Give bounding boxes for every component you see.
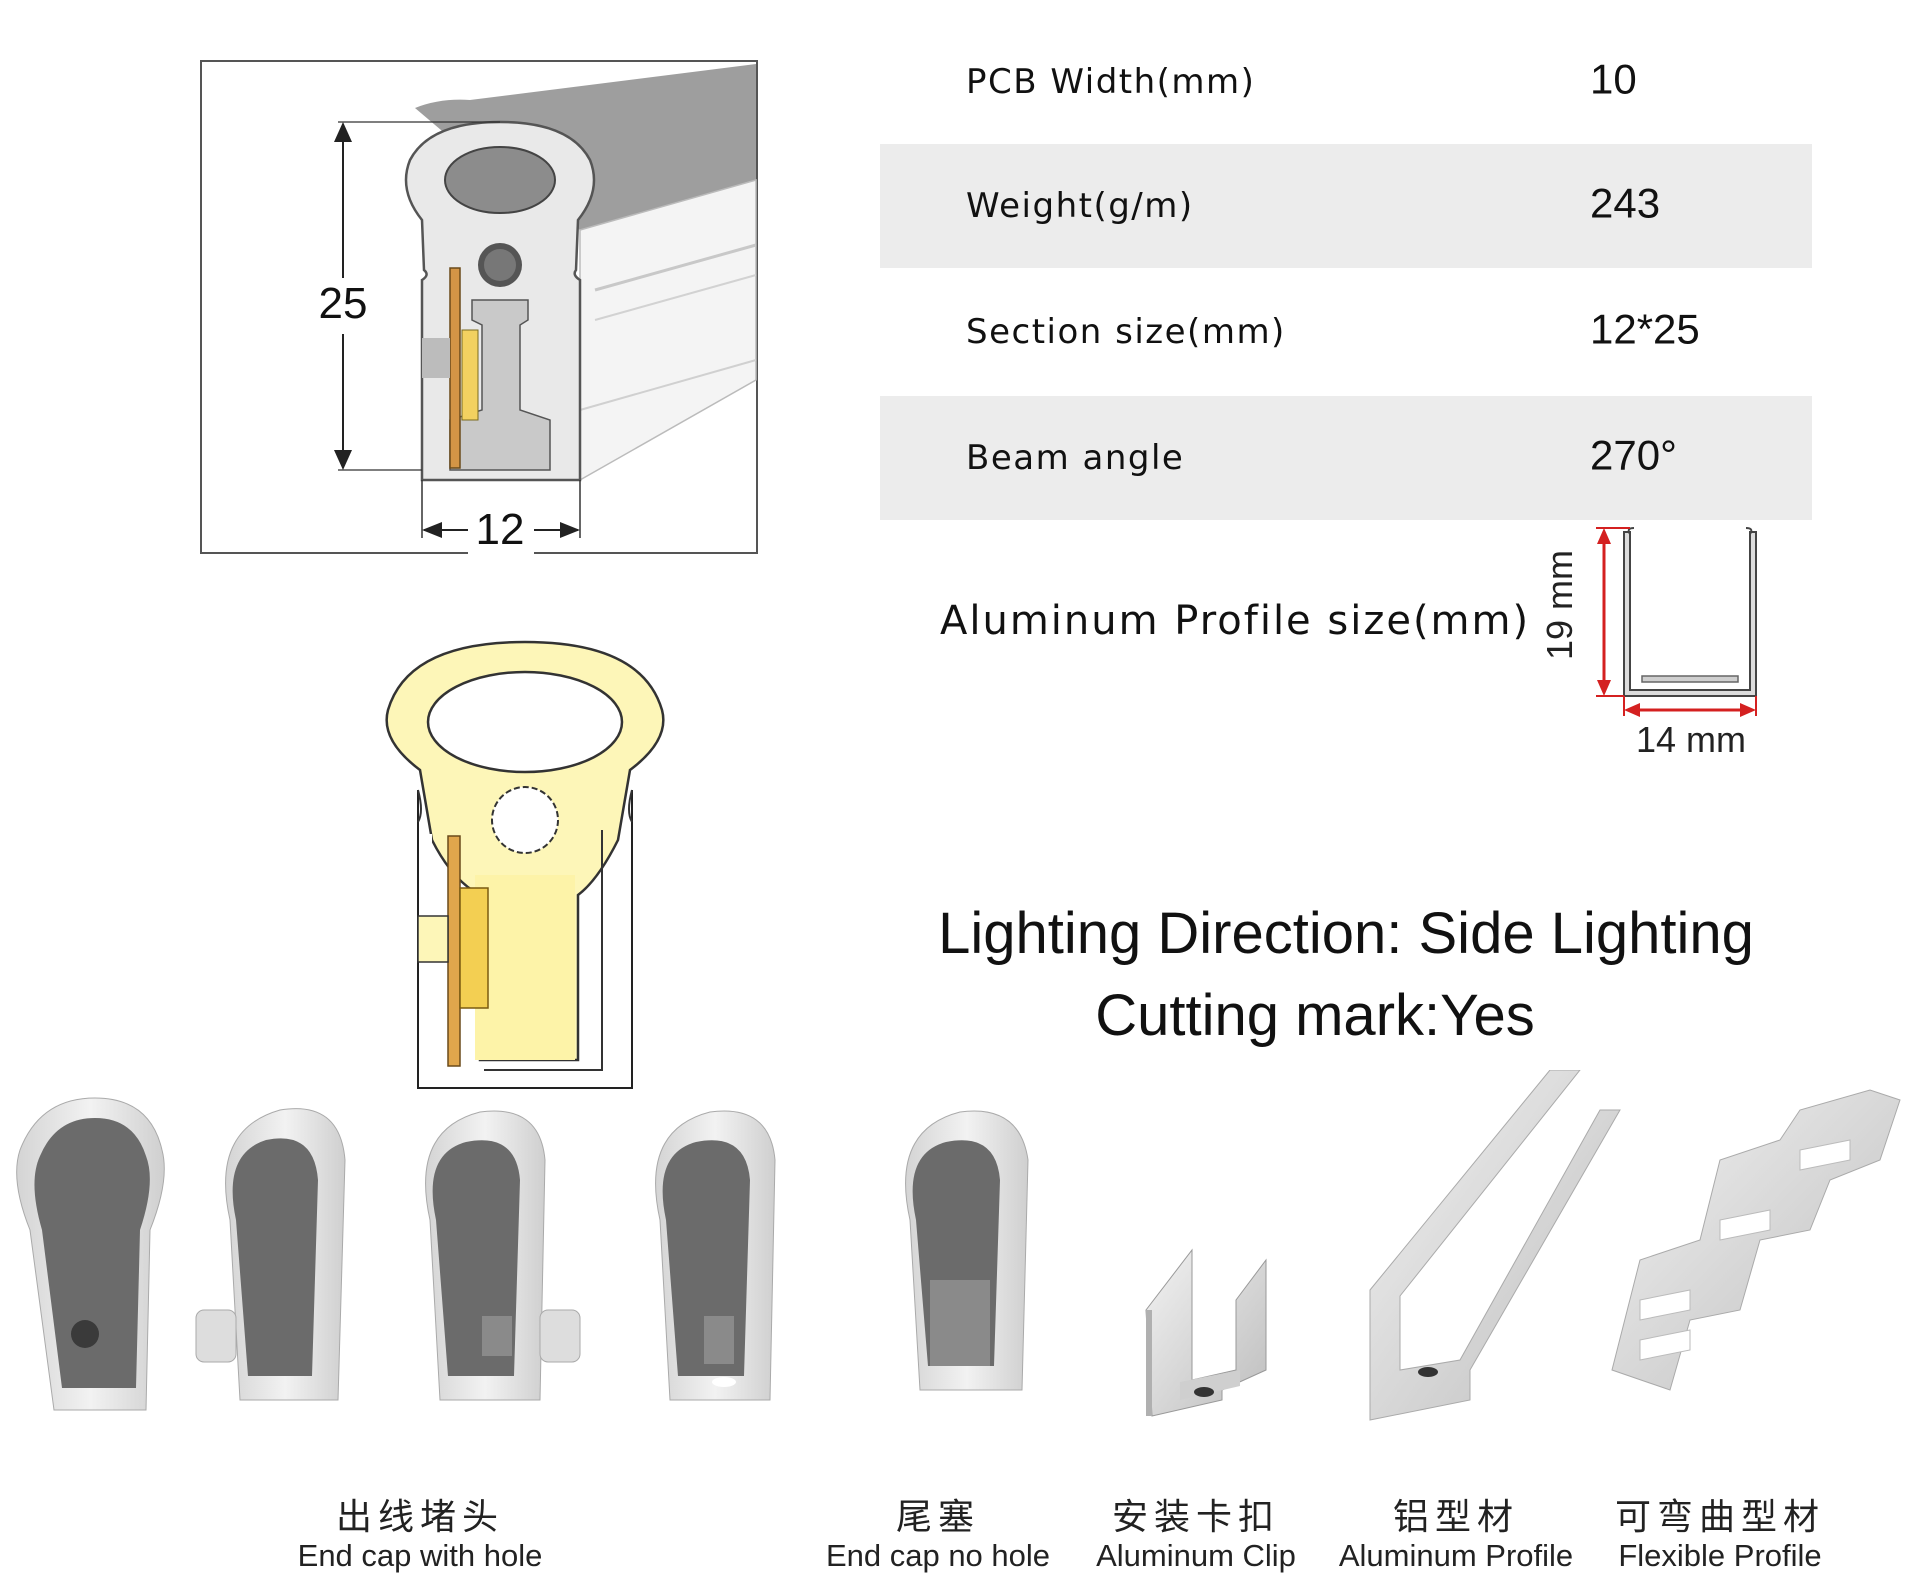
spec-value: 12*25 — [1590, 305, 1700, 353]
glow-cross-section — [385, 640, 665, 1089]
strip-3d-drawing: 25 12 — [200, 60, 758, 554]
end-cap-with-hole-front — [16, 1097, 165, 1411]
profile-height-label: 19 mm — [1539, 550, 1580, 660]
end-cap-with-hole-side — [195, 1108, 346, 1401]
width-12-label: 12 — [476, 505, 525, 554]
height-25-label: 25 — [319, 279, 368, 328]
accessory-cn-label: 安装卡扣 — [1111, 1497, 1280, 1538]
aluminum-profile-photo — [1369, 1070, 1621, 1421]
spec-label: Weight(g/m) — [966, 186, 1194, 226]
accessory-cn-label: 铝型材 — [1392, 1497, 1519, 1538]
spec-row-section-size: Section size(mm) 12*25 — [880, 270, 1812, 394]
spec-label: Section size(mm) — [966, 312, 1286, 352]
flexible-profile-photo — [1611, 1089, 1901, 1391]
profile-size-label: Aluminum Profile size(mm) — [940, 598, 1531, 644]
cutting-mark-heading: Cutting mark:Yes — [1095, 983, 1535, 1048]
accessory-cn-label: 尾塞 — [895, 1497, 980, 1538]
accessory-en-label: Aluminum Profile — [1338, 1538, 1574, 1573]
spec-row-pcb-width: PCB Width(mm) 10 — [880, 20, 1812, 144]
end-cap-with-hole-angle — [425, 1110, 581, 1401]
accessory-en-label: Aluminum Clip — [1096, 1538, 1296, 1573]
accessory-cn-label: 可弯曲型材 — [1614, 1497, 1825, 1538]
spec-value: 270° — [1590, 431, 1677, 479]
spec-value: 243 — [1590, 179, 1661, 227]
aluminum-profile-diagram: 19 mm 14 mm — [1539, 527, 1757, 760]
accessory-cn-label: 出线堵头 — [335, 1497, 504, 1538]
accessory-en-label: End cap no hole — [825, 1538, 1051, 1573]
profile-width-label: 14 mm — [1636, 719, 1746, 760]
accessory-en-label: Flexible Profile — [1618, 1538, 1822, 1573]
aluminum-clip — [1145, 1248, 1267, 1417]
accessory-en-label: End cap with hole — [297, 1538, 543, 1573]
accessory-photos — [16, 1070, 1901, 1421]
spec-value: 10 — [1590, 55, 1637, 103]
spec-row-beam-angle: Beam angle 270° — [880, 396, 1812, 520]
spec-row-weight: Weight(g/m) 243 — [880, 144, 1812, 268]
spec-label: Beam angle — [966, 438, 1185, 478]
end-cap-no-hole — [905, 1110, 1029, 1391]
lighting-direction-heading: Lighting Direction: Side Lighting — [938, 901, 1754, 966]
end-cap-no-hole-angle — [655, 1110, 776, 1401]
spec-label: PCB Width(mm) — [966, 62, 1256, 102]
